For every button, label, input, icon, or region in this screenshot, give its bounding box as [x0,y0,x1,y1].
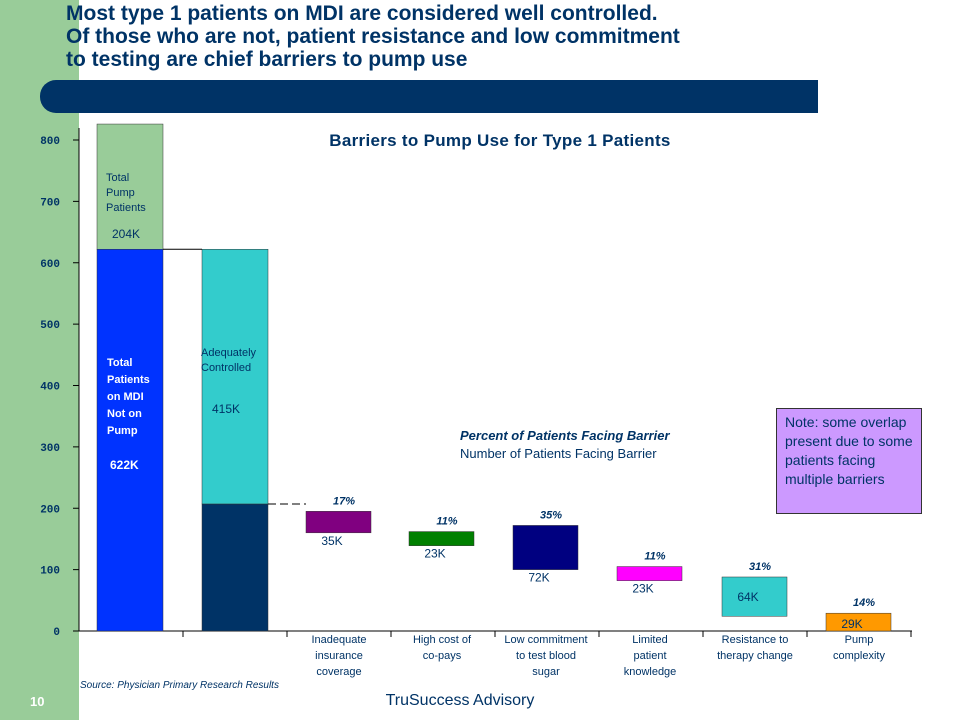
barrier-value: 35K [321,534,342,548]
slide-headline: Most type 1 patients on MDI are consider… [66,2,946,71]
segment-value: 622K [110,458,139,472]
y-tick-label: 400 [40,382,60,394]
barrier-bar [721,576,788,617]
segment-label: Patients [107,374,150,386]
barrier-percent: 17% [333,495,355,507]
column-segment [96,248,164,632]
barrier-value: 23K [632,582,653,596]
legend-number: Number of Patients Facing Barrier [460,446,657,461]
barrier-percent: 31% [749,561,771,573]
y-tick-label: 800 [40,136,60,148]
barrier-percent: 11% [436,516,457,528]
footer-company: TruSuccess Advisory [385,692,535,709]
barrier-value: 29K [841,617,862,631]
y-tick-label: 200 [40,504,60,516]
category-label: co-pays [423,650,462,662]
y-tick-label: 300 [40,443,60,455]
chart-title: Barriers to Pump Use for Type 1 Patients [329,131,671,150]
category-label: High cost of [413,634,472,646]
barrier-bar [305,511,372,534]
segment-label: Adequately [201,347,257,359]
category-label: patient [633,650,666,662]
segment-label: on MDI [107,391,144,403]
page-number: 10 [30,694,45,709]
category-label: Resistance to [722,634,789,646]
category-label: coverage [316,666,361,678]
barrier-percent: 14% [853,597,875,609]
y-tick-label: 0 [53,627,60,639]
category-label: to test blood [516,650,576,662]
category-label: Limited [632,634,667,646]
barrier-bar [616,566,683,581]
y-tick-label: 600 [40,259,60,271]
barrier-value: 72K [528,571,549,585]
barrier-percent: 35% [540,509,562,521]
segment-value: 415K [212,402,240,416]
category-label: therapy change [717,650,793,662]
column-segment [96,123,164,250]
headline-line: to testing are chief barriers to pump us… [66,48,468,71]
segment-label: Pump [107,425,138,437]
barrier-value: 23K [424,547,445,561]
category-label: Pump [845,634,874,646]
y-tick-label: 500 [40,320,60,332]
category-label: Inadequate [311,634,366,646]
y-tick-label: 700 [40,197,60,209]
segment-label: Not on [107,408,142,420]
title-banner [40,80,818,113]
barrier-bar [408,531,475,546]
segment-label: Total [106,172,129,184]
headline-line: Most type 1 patients on MDI are consider… [66,2,658,25]
column-segment [201,503,269,632]
category-label: complexity [833,650,885,662]
barrier-bar [825,612,892,632]
overlap-note: Note: some overlap present due to some p… [776,408,922,514]
source-note: Source: Physician Primary Research Resul… [80,680,279,691]
category-label: Low commitment [504,634,587,646]
barrier-bar [512,525,579,570]
segment-label: Controlled [201,362,251,374]
chart-legend: Percent of Patients Facing Barrier Numbe… [460,427,670,463]
column-segment [201,248,269,505]
legend-percent: Percent of Patients Facing Barrier [460,428,670,443]
barrier-percent: 11% [644,551,665,563]
segment-label: Patients [106,202,146,214]
category-label: knowledge [624,666,677,678]
headline-line: Of those who are not, patient resistance… [66,25,680,48]
barrier-value: 64K [737,590,758,604]
segment-value: 204K [112,227,140,241]
category-label: insurance [315,650,363,662]
slide-sidebar [0,0,79,720]
segment-label: Pump [106,187,135,199]
category-label: sugar [532,666,560,678]
y-tick-label: 100 [40,566,60,578]
segment-label: Total [107,357,132,369]
